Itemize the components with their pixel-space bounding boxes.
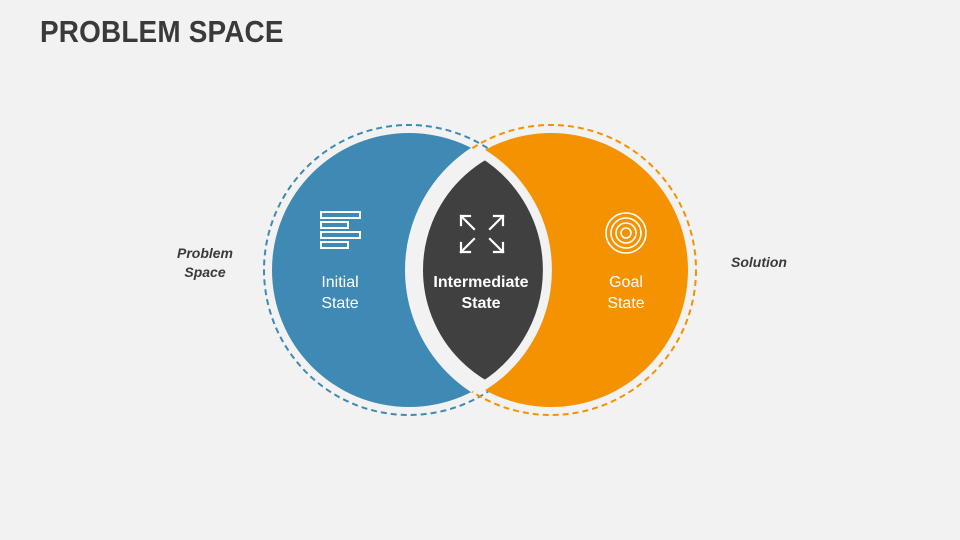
- initial-state-label-line1: Initial: [321, 274, 358, 291]
- problem-space-label: Problem Space: [170, 244, 240, 282]
- problem-space-label-line1: Problem: [176, 245, 233, 261]
- target-icon: [605, 212, 647, 254]
- goal-state-label-line1: Goal: [609, 274, 643, 291]
- initial-state-label-line2: State: [321, 295, 358, 312]
- intermediate-state-label-line2: State: [461, 295, 500, 312]
- list-icon: [320, 211, 361, 249]
- intermediate-state-outline: [408, 146, 552, 394]
- intermediate-state-label-line1: Intermediate: [433, 274, 528, 291]
- page-title: PROBLEM SPACE: [40, 14, 284, 49]
- expand-arrows-icon: [459, 214, 505, 254]
- problem-space-label-line2: Space: [184, 264, 226, 280]
- goal-state-label-line2: State: [607, 295, 644, 312]
- solution-label: Solution: [731, 254, 787, 270]
